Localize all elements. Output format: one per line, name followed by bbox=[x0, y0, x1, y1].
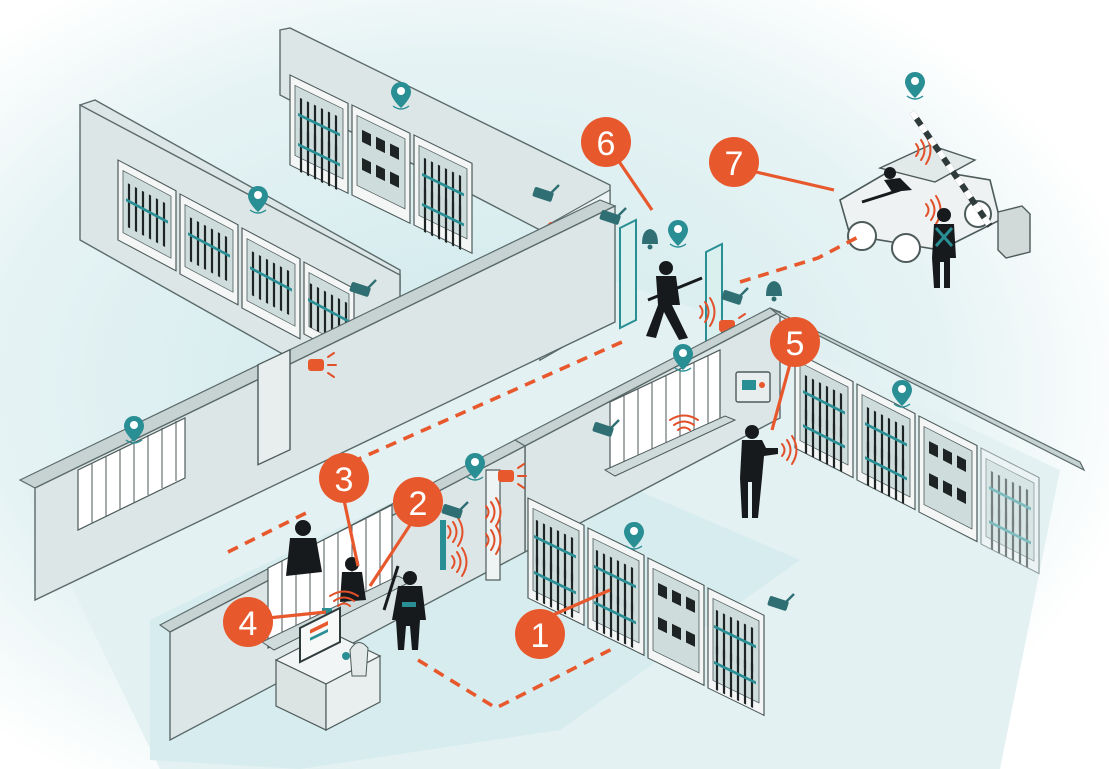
handheld-scanner bbox=[342, 652, 350, 660]
marker-2: 2 bbox=[368, 477, 443, 587]
flow-path-segment bbox=[227, 510, 309, 554]
flow-path-segment bbox=[417, 646, 615, 711]
rfid-reader-pad bbox=[322, 608, 332, 614]
armory-clerk bbox=[340, 557, 366, 602]
flow-path-segment bbox=[739, 234, 861, 284]
flow-path-segment bbox=[333, 340, 623, 472]
marker-5: 5 bbox=[770, 317, 820, 431]
marker-7-label: 7 bbox=[725, 145, 744, 183]
rack-row-right bbox=[794, 351, 1040, 575]
marker-4: 4 bbox=[223, 597, 327, 647]
marker-1-label: 1 bbox=[531, 617, 550, 655]
marker-1: 1 bbox=[515, 588, 611, 659]
alarm-beacon-icon bbox=[308, 352, 337, 378]
rack-row-back-right bbox=[289, 74, 473, 255]
numbered-markers: 1 2 3 4 5 6 7 bbox=[223, 117, 835, 659]
marker-6: 6 bbox=[581, 117, 654, 211]
marker-2-label: 2 bbox=[409, 485, 428, 523]
flow-paths bbox=[227, 234, 861, 711]
barrier-post bbox=[997, 205, 1031, 259]
right-issue-room bbox=[513, 307, 1086, 575]
officer-waiting bbox=[286, 520, 322, 576]
marker-3-label: 3 bbox=[335, 461, 354, 499]
marker-6-label: 6 bbox=[597, 125, 616, 163]
barred-counter-window bbox=[603, 349, 737, 477]
alarm-beacon-icon bbox=[498, 463, 527, 489]
rack-row-back-left bbox=[117, 159, 355, 362]
marker-3: 3 bbox=[319, 453, 369, 567]
alarm-bell-icon bbox=[642, 229, 658, 250]
chair bbox=[349, 642, 369, 677]
marker-5-label: 5 bbox=[786, 325, 805, 363]
officer-collecting-rifle bbox=[382, 565, 426, 650]
rfid-portal-antenna bbox=[440, 520, 446, 570]
checkpoint-guard bbox=[932, 208, 956, 288]
alarm-bell-icon bbox=[766, 281, 782, 302]
guard-with-reader bbox=[740, 425, 778, 518]
exit-gate bbox=[597, 206, 782, 354]
rack-row-front bbox=[527, 497, 765, 717]
guard-carrying-rifle bbox=[646, 261, 703, 340]
operator-desk bbox=[274, 606, 382, 731]
marker-7: 7 bbox=[709, 137, 835, 192]
barred-window-left bbox=[77, 417, 186, 531]
central-corridor-wall bbox=[18, 199, 617, 602]
door bbox=[257, 348, 291, 466]
marker-4-label: 4 bbox=[239, 605, 258, 643]
vehicle-checkpoint bbox=[839, 71, 1031, 288]
